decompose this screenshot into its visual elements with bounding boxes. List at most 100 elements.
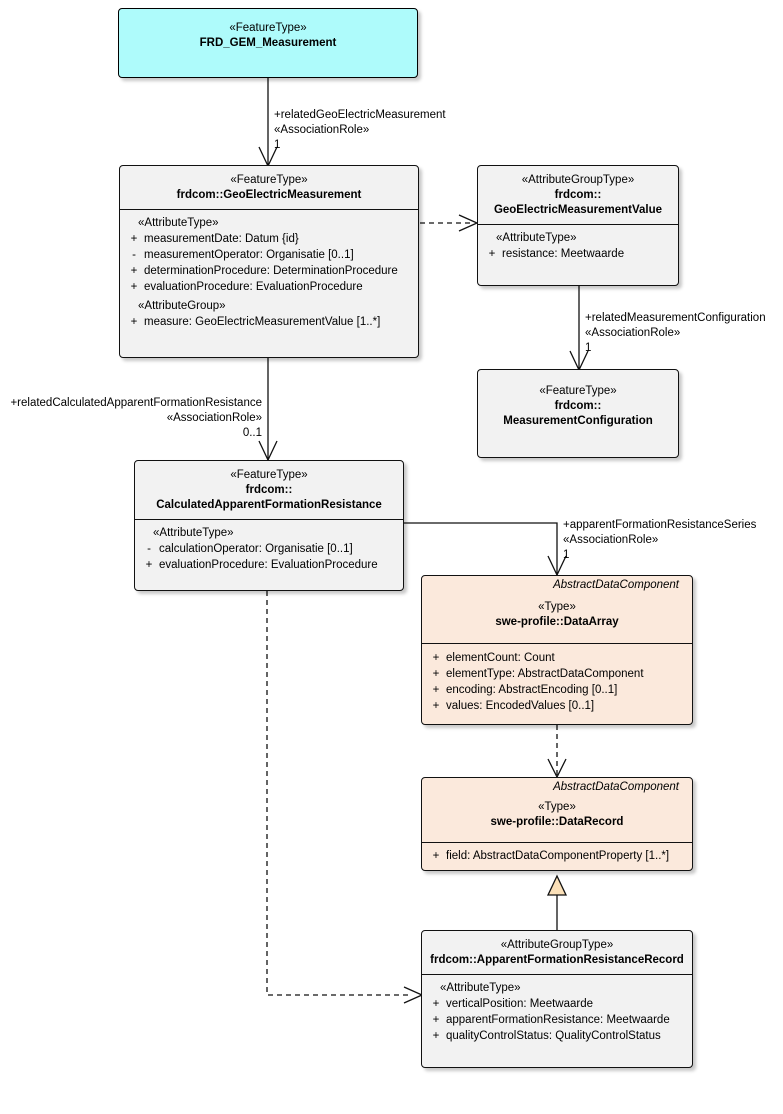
assoc-label-apparent-formation-resistance-series: +apparentFormationResistanceSeries «Asso… — [563, 518, 756, 563]
attribute-text: elementCount: Count — [446, 652, 555, 664]
attribute-row[interactable]: + measure: GeoElectricMeasurementValue [… — [124, 314, 414, 330]
class-stereotype: «FeatureType» — [230, 469, 308, 481]
attributes-compartment: «AttributeType» - calculationOperator: O… — [135, 520, 403, 579]
class-header: AbstractDataComponent «Type» swe-profile… — [422, 576, 692, 636]
attribute-row[interactable]: + field: AbstractDataComponentProperty [… — [426, 848, 688, 864]
class-name: FRD_GEM_Measurement — [199, 37, 337, 49]
compartment-divider — [135, 519, 403, 520]
assoc-role-name: +apparentFormationResistanceSeries — [563, 519, 757, 531]
compartment-divider — [422, 974, 692, 975]
attribute-text: values: EncodedValues [0..1] — [446, 700, 595, 712]
assoc-multiplicity: 0..1 — [242, 427, 262, 439]
class-name-line2: GeoElectricMeasurementValue — [493, 204, 663, 216]
attribute-row[interactable]: + determinationProcedure: DeterminationP… — [124, 263, 414, 279]
attribute-row[interactable]: + apparentFormationResistance: Meetwaard… — [426, 1012, 688, 1028]
assoc-stereotype: «AssociationRole» — [585, 327, 681, 339]
abstract-supertype-label: AbstractDataComponent — [553, 579, 679, 591]
visibility-marker: + — [432, 684, 440, 696]
class-name: frdcom::GeoElectricMeasurement — [176, 189, 362, 201]
class-header: «FeatureType» frdcom:: CalculatedApparen… — [135, 461, 403, 519]
visibility-marker: + — [432, 668, 440, 680]
attributes-compartment: + field: AbstractDataComponentProperty [… — [422, 843, 692, 870]
class-name-line2: CalculatedApparentFormationResistance — [156, 499, 382, 511]
assoc-stereotype: «AssociationRole» — [166, 412, 262, 424]
attributes-compartment: + elementCount: Count + elementType: Abs… — [422, 644, 692, 720]
attribute-row[interactable]: + values: EncodedValues [0..1] — [426, 698, 688, 714]
attribute-text: calculationOperator: Organisatie [0..1] — [159, 543, 353, 555]
attribute-text: measure: GeoElectricMeasurementValue [1.… — [144, 316, 381, 328]
assoc-role-name: +relatedMeasurementConfiguration — [585, 312, 766, 324]
attribute-row[interactable]: + resistance: Meetwaarde — [482, 246, 674, 262]
assoc-role-name: +relatedGeoElectricMeasurement — [274, 109, 446, 121]
class-header: «FeatureType» frdcom::GeoElectricMeasure… — [120, 166, 418, 209]
visibility-marker: - — [132, 249, 136, 261]
attribute-text: verticalPosition: Meetwaarde — [446, 998, 594, 1010]
attributes-compartment: «AttributeType» + verticalPosition: Meet… — [422, 975, 692, 1050]
class-data-array[interactable]: AbstractDataComponent «Type» swe-profile… — [421, 575, 693, 725]
class-calculated-apparent-formation-resistance[interactable]: «FeatureType» frdcom:: CalculatedApparen… — [134, 460, 404, 591]
attribute-row[interactable]: + encoding: AbstractEncoding [0..1] — [426, 682, 688, 698]
compartment-divider — [422, 842, 692, 843]
class-header: «AttributeGroupType» frdcom::ApparentFor… — [422, 931, 692, 974]
attribute-row[interactable]: + evaluationProcedure: EvaluationProcedu… — [139, 557, 399, 573]
class-frd-gem-measurement[interactable]: «FeatureType» FRD_GEM_Measurement — [118, 8, 418, 78]
class-stereotype: «Type» — [538, 601, 576, 613]
attribute-text: resistance: Meetwaarde — [502, 248, 625, 260]
attribute-text: determinationProcedure: DeterminationPro… — [144, 265, 398, 277]
visibility-marker: + — [145, 559, 153, 571]
class-name: swe-profile::DataRecord — [490, 816, 624, 828]
attribute-text: evaluationProcedure: EvaluationProcedure — [159, 559, 378, 571]
visibility-marker: + — [488, 248, 496, 260]
assoc-multiplicity: 1 — [563, 549, 570, 561]
class-header: «AttributeGroupType» frdcom:: GeoElectri… — [478, 166, 678, 224]
attribute-row[interactable]: + qualityControlStatus: QualityControlSt… — [426, 1028, 688, 1044]
class-stereotype: «AttributeGroupType» — [500, 939, 614, 951]
attribute-text: apparentFormationResistance: Meetwaarde — [446, 1014, 670, 1026]
visibility-marker: + — [130, 265, 138, 277]
attribute-text: field: AbstractDataComponentProperty [1.… — [446, 850, 670, 862]
class-stereotype: «Type» — [538, 801, 576, 813]
attribute-text: measurementOperator: Organisatie [0..1] — [144, 249, 354, 261]
abstract-supertype-label: AbstractDataComponent — [553, 781, 679, 793]
compartment-divider — [422, 643, 692, 644]
class-data-record[interactable]: AbstractDataComponent «Type» swe-profile… — [421, 777, 693, 871]
assoc-label-related-measurement-configuration: +relatedMeasurementConfiguration «Associ… — [585, 311, 766, 356]
compartment-divider — [120, 209, 418, 210]
attribute-group-label: «AttributeType» — [138, 217, 219, 229]
class-stereotype: «AttributeGroupType» — [521, 174, 635, 186]
attribute-row[interactable]: + verticalPosition: Meetwaarde — [426, 996, 688, 1012]
compartment-divider — [478, 224, 678, 225]
assoc-multiplicity: 1 — [585, 342, 592, 354]
attributes-compartment: «AttributeType» + resistance: Meetwaarde — [478, 225, 678, 268]
assoc-stereotype: «AssociationRole» — [274, 124, 370, 136]
attribute-group-label: «AttributeType» — [153, 527, 234, 539]
visibility-marker: + — [432, 850, 440, 862]
class-geoelectric-measurement[interactable]: «FeatureType» frdcom::GeoElectricMeasure… — [119, 165, 419, 358]
class-geoelectric-measurement-value[interactable]: «AttributeGroupType» frdcom:: GeoElectri… — [477, 165, 679, 286]
visibility-marker: + — [432, 998, 440, 1010]
class-stereotype: «FeatureType» — [230, 174, 308, 186]
class-name-line1: frdcom:: — [554, 400, 602, 412]
assoc-label-related-calculated-apparent-formation-resistance: +relatedCalculatedApparentFormationResis… — [0, 396, 262, 441]
attribute-row[interactable]: - measurementOperator: Organisatie [0..1… — [124, 247, 414, 263]
class-name: frdcom::ApparentFormationResistanceRecor… — [430, 954, 684, 966]
class-header: «FeatureType» frdcom:: MeasurementConfig… — [478, 370, 678, 435]
attribute-text: qualityControlStatus: QualityControlStat… — [446, 1030, 661, 1042]
attribute-row[interactable]: + measurementDate: Datum {id} — [124, 231, 414, 247]
attribute-row[interactable]: - calculationOperator: Organisatie [0..1… — [139, 541, 399, 557]
class-name-line2: MeasurementConfiguration — [503, 415, 653, 427]
class-apparent-formation-resistance-record[interactable]: «AttributeGroupType» frdcom::ApparentFor… — [421, 930, 693, 1068]
attribute-text: evaluationProcedure: EvaluationProcedure — [144, 281, 363, 293]
attribute-group-label: «AttributeType» — [440, 982, 521, 994]
attribute-row[interactable]: + evaluationProcedure: EvaluationProcedu… — [124, 279, 414, 295]
class-name-line1: frdcom:: — [245, 484, 293, 496]
assoc-role-name: +relatedCalculatedApparentFormationResis… — [10, 397, 262, 409]
visibility-marker: + — [130, 316, 138, 328]
class-stereotype: «FeatureType» — [539, 385, 617, 397]
visibility-marker: + — [432, 1030, 440, 1042]
class-measurement-configuration[interactable]: «FeatureType» frdcom:: MeasurementConfig… — [477, 369, 679, 458]
attribute-row[interactable]: + elementType: AbstractDataComponent — [426, 666, 688, 682]
assoc-multiplicity: 1 — [274, 139, 281, 151]
attribute-row[interactable]: + elementCount: Count — [426, 650, 688, 666]
